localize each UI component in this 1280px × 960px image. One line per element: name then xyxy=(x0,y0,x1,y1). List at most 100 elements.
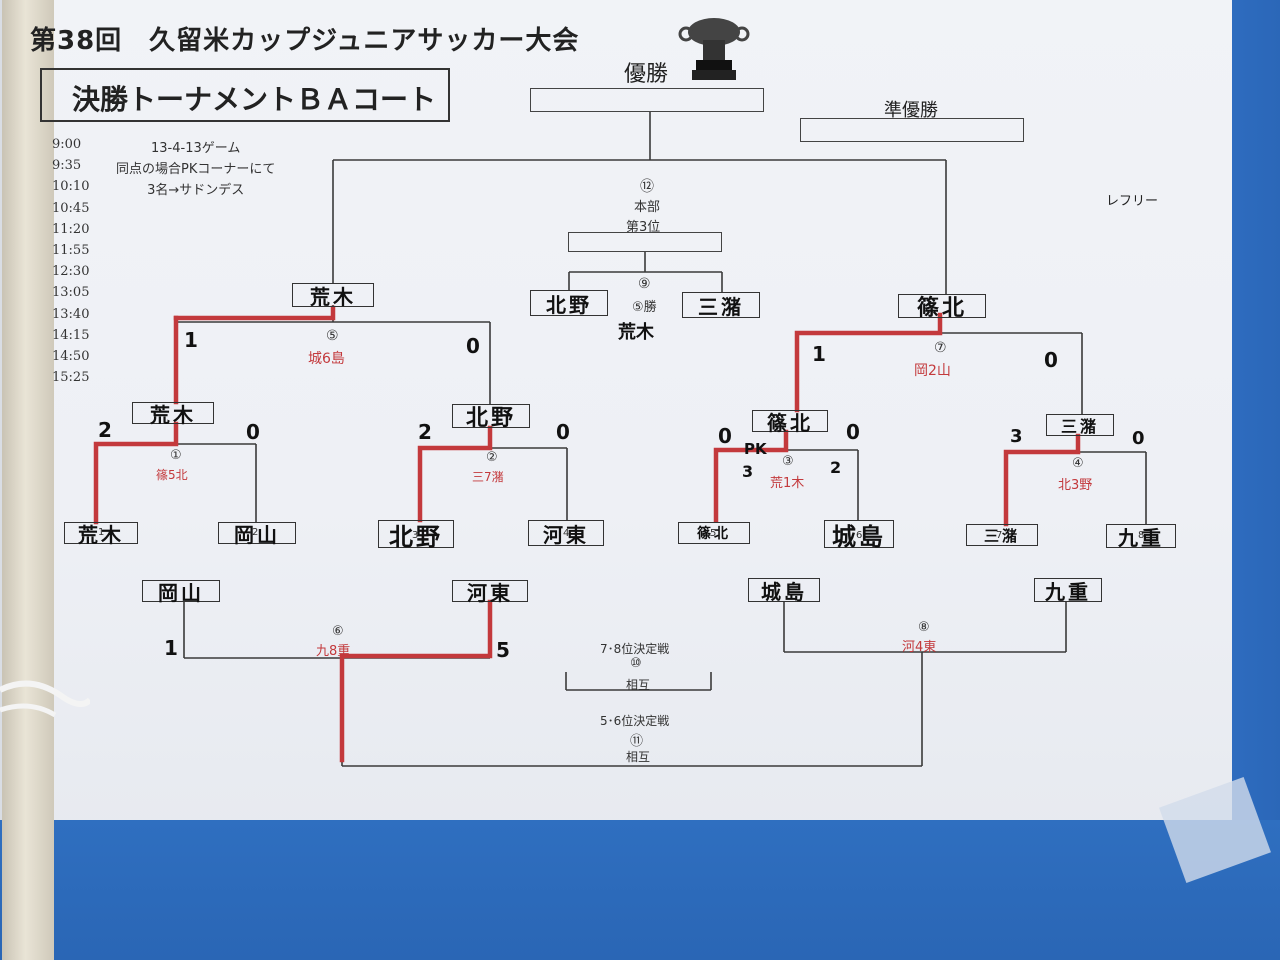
third-place-box xyxy=(568,232,722,252)
seed-number: 8 xyxy=(1138,530,1145,541)
match-12-number: ⑫ xyxy=(640,179,654,195)
team-mizuma-third: 三潴 xyxy=(682,292,760,319)
match-5-left-score: 1 xyxy=(184,328,198,352)
team-shinokita-semi: 篠北 xyxy=(898,294,986,321)
match-3-number: ③ xyxy=(782,454,794,469)
match-8-number: ⑧ xyxy=(918,620,930,635)
note-line: 3名→サドンデス xyxy=(147,183,245,198)
team-kitano-r2: 北野 xyxy=(452,404,530,431)
time-slot: 10:10 xyxy=(52,179,90,195)
time-slot: 15:25 xyxy=(52,370,90,386)
runner-up-label: 準優勝 xyxy=(884,100,938,121)
match-4-right-score: 0 xyxy=(1132,428,1145,449)
time-slot: 9:35 xyxy=(52,158,82,174)
match-1-referee: 篠5北 xyxy=(156,468,188,482)
match-5-right-score: 0 xyxy=(466,334,480,358)
time-slot: 13:05 xyxy=(52,285,90,301)
match-3-pk-left: 3 xyxy=(742,462,754,481)
match-3-pk-right: 2 xyxy=(830,458,842,477)
time-slot: 12:30 xyxy=(52,264,90,280)
honbu-label: 本部 xyxy=(634,200,661,215)
team-okayama-r1: 岡山 xyxy=(218,522,296,547)
team-kitano-third: 北野 xyxy=(530,290,608,317)
match-2-right-score: 0 xyxy=(556,420,570,444)
blue-board-right xyxy=(1232,0,1280,830)
match-10-referee: 相互 xyxy=(626,678,651,692)
team-kokonoe-consolation: 九重 xyxy=(1034,578,1102,604)
seed-number: 7 xyxy=(996,530,1003,541)
team-araki-r2: 荒木 xyxy=(132,402,214,427)
time-slot: 14:15 xyxy=(52,327,90,343)
time-slot: 11:20 xyxy=(52,221,90,237)
seed-number: 1 xyxy=(98,527,105,538)
white-pole xyxy=(2,0,54,960)
match-3-referee: 荒1木 xyxy=(770,476,805,491)
match-9-referee: 荒木 xyxy=(618,322,654,343)
time-slot: 14:50 xyxy=(52,349,90,365)
match-11-number: ⑪ xyxy=(630,734,644,749)
match-7-number: ⑦ xyxy=(934,340,947,356)
time-schedule: 9:00 9:35 10:10 10:45 11:20 11:55 12:30 … xyxy=(52,134,89,388)
tournament-title: 第38回 久留米カップジュニアサッカー大会 xyxy=(30,26,580,56)
match-1-right-score: 0 xyxy=(246,420,260,444)
match-2-left-score: 2 xyxy=(418,420,432,444)
match-4-referee: 北3野 xyxy=(1058,478,1093,493)
match-5-referee: 城6島 xyxy=(308,351,345,367)
match-10-label: 7･8位決定戦 xyxy=(600,642,670,656)
match-2-number: ② xyxy=(486,450,498,465)
match-9-result: ⑤勝 xyxy=(632,300,657,315)
match-4-number: ④ xyxy=(1072,456,1084,471)
match-7-right-score: 0 xyxy=(1044,348,1058,372)
third-place-label: 第3位 xyxy=(626,220,661,235)
referee-label: レフリー xyxy=(1106,194,1159,209)
rope-tie xyxy=(0,680,90,718)
runner-up-box xyxy=(800,118,1024,142)
time-slot: 13:40 xyxy=(52,306,90,322)
champion-box xyxy=(530,88,764,112)
match-3-right-score: 0 xyxy=(846,420,860,444)
note-line: 13-4-13ゲーム xyxy=(151,141,241,156)
champion-label: 優勝 xyxy=(624,62,669,87)
team-mizuma-r1: 三潴 xyxy=(966,524,1038,546)
match-3-pk-label: PK xyxy=(744,440,767,458)
time-slot: 10:45 xyxy=(52,200,90,216)
time-slot: 11:55 xyxy=(52,243,90,259)
team-jojima-consolation: 城島 xyxy=(748,578,820,604)
match-7-left-score: 1 xyxy=(812,342,826,366)
match-4-left-score: 3 xyxy=(1010,426,1023,447)
team-shinokita-r1: 篠北 xyxy=(678,522,750,544)
match-1-left-score: 2 xyxy=(98,418,112,442)
match-9-number: ⑨ xyxy=(638,276,651,292)
team-kokonoe-r1: 九重 xyxy=(1106,524,1176,550)
match-11-label: 5･6位決定戦 xyxy=(600,714,670,728)
seed-number: 4 xyxy=(563,528,570,539)
match-2-referee: 三7潴 xyxy=(472,470,504,484)
match-5-number: ⑤ xyxy=(326,328,339,344)
time-slot: 9:00 xyxy=(52,137,82,152)
team-shinokita-r2: 篠北 xyxy=(752,410,828,435)
seed-number: 3 xyxy=(412,530,419,541)
team-kawahigashi-consolation: 河東 xyxy=(452,580,528,605)
seed-number: 5 xyxy=(710,528,717,539)
match-3-left-score: 0 xyxy=(718,424,732,448)
match-10-number: ⑩ xyxy=(630,656,642,671)
team-araki-r1: 荒木 xyxy=(64,522,138,547)
match-6-right-score: 5 xyxy=(496,638,510,662)
match-1-number: ① xyxy=(170,448,182,463)
seed-number: 2 xyxy=(252,527,259,538)
team-araki-semi: 荒木 xyxy=(292,283,374,309)
team-kawahigashi-r1: 河東 xyxy=(528,520,604,547)
team-mizuma-r2: 三潴 xyxy=(1046,414,1114,436)
subtitle-frame xyxy=(40,68,450,122)
blue-board-bottom xyxy=(0,820,1280,960)
match-6-left-score: 1 xyxy=(164,636,178,660)
match-6-number: ⑥ xyxy=(332,624,344,639)
rules-notes: 13-4-13ゲーム 同点の場合PKコーナーにて 3名→サドンデス xyxy=(116,138,275,201)
note-line: 同点の場合PKコーナーにて xyxy=(116,162,276,177)
match-6-referee: 九8重 xyxy=(316,644,351,659)
match-7-referee: 岡2山 xyxy=(914,363,951,379)
team-kitano-r1: 北野 xyxy=(378,520,454,551)
